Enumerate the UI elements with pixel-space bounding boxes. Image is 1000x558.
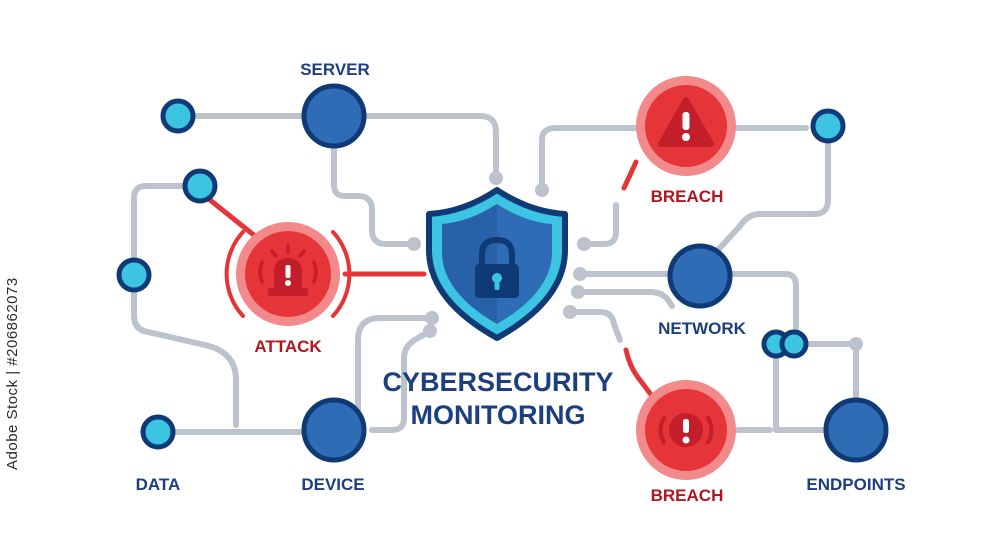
line-end-dots <box>407 171 863 351</box>
node-endpoints-link-2 <box>779 329 809 359</box>
node-network <box>667 243 733 309</box>
breach-bottom-node <box>636 380 736 480</box>
labels: SERVER BREACH NETWORK ATTACK DATA DEVICE… <box>136 60 906 505</box>
shield-lock-icon <box>426 187 568 341</box>
label-device: DEVICE <box>301 475 364 494</box>
label-data: DATA <box>136 475 181 494</box>
label-breach-top: BREACH <box>651 187 724 206</box>
node-data <box>140 414 176 450</box>
label-attack: ATTACK <box>254 337 322 356</box>
node-top-right <box>810 108 846 144</box>
node-endpoints <box>823 397 889 463</box>
label-breach-bottom: BREACH <box>651 486 724 505</box>
siren-alarm-icon <box>258 244 318 296</box>
node-device <box>301 397 367 463</box>
alert-exclamation-icon <box>658 413 714 447</box>
node-left-upper <box>182 168 218 204</box>
node-left-middle <box>116 257 152 293</box>
title-line-2: MONITORING <box>411 400 586 430</box>
big-nodes <box>301 83 889 463</box>
title-line-1: CYBERSECURITY <box>382 367 613 397</box>
label-endpoints: ENDPOINTS <box>806 475 905 494</box>
label-server: SERVER <box>300 60 370 79</box>
breach-top-node <box>636 76 736 176</box>
small-nodes <box>116 98 846 450</box>
padlock-icon <box>475 236 519 298</box>
circuit-lines <box>131 113 859 435</box>
warning-triangle-icon <box>658 97 714 147</box>
label-network: NETWORK <box>658 319 747 338</box>
attack-node <box>224 222 352 326</box>
node-top-left <box>160 98 196 134</box>
stock-id-text: Adobe Stock | #206862073 <box>4 277 21 470</box>
alert-lines <box>207 159 655 399</box>
node-server <box>301 83 367 149</box>
